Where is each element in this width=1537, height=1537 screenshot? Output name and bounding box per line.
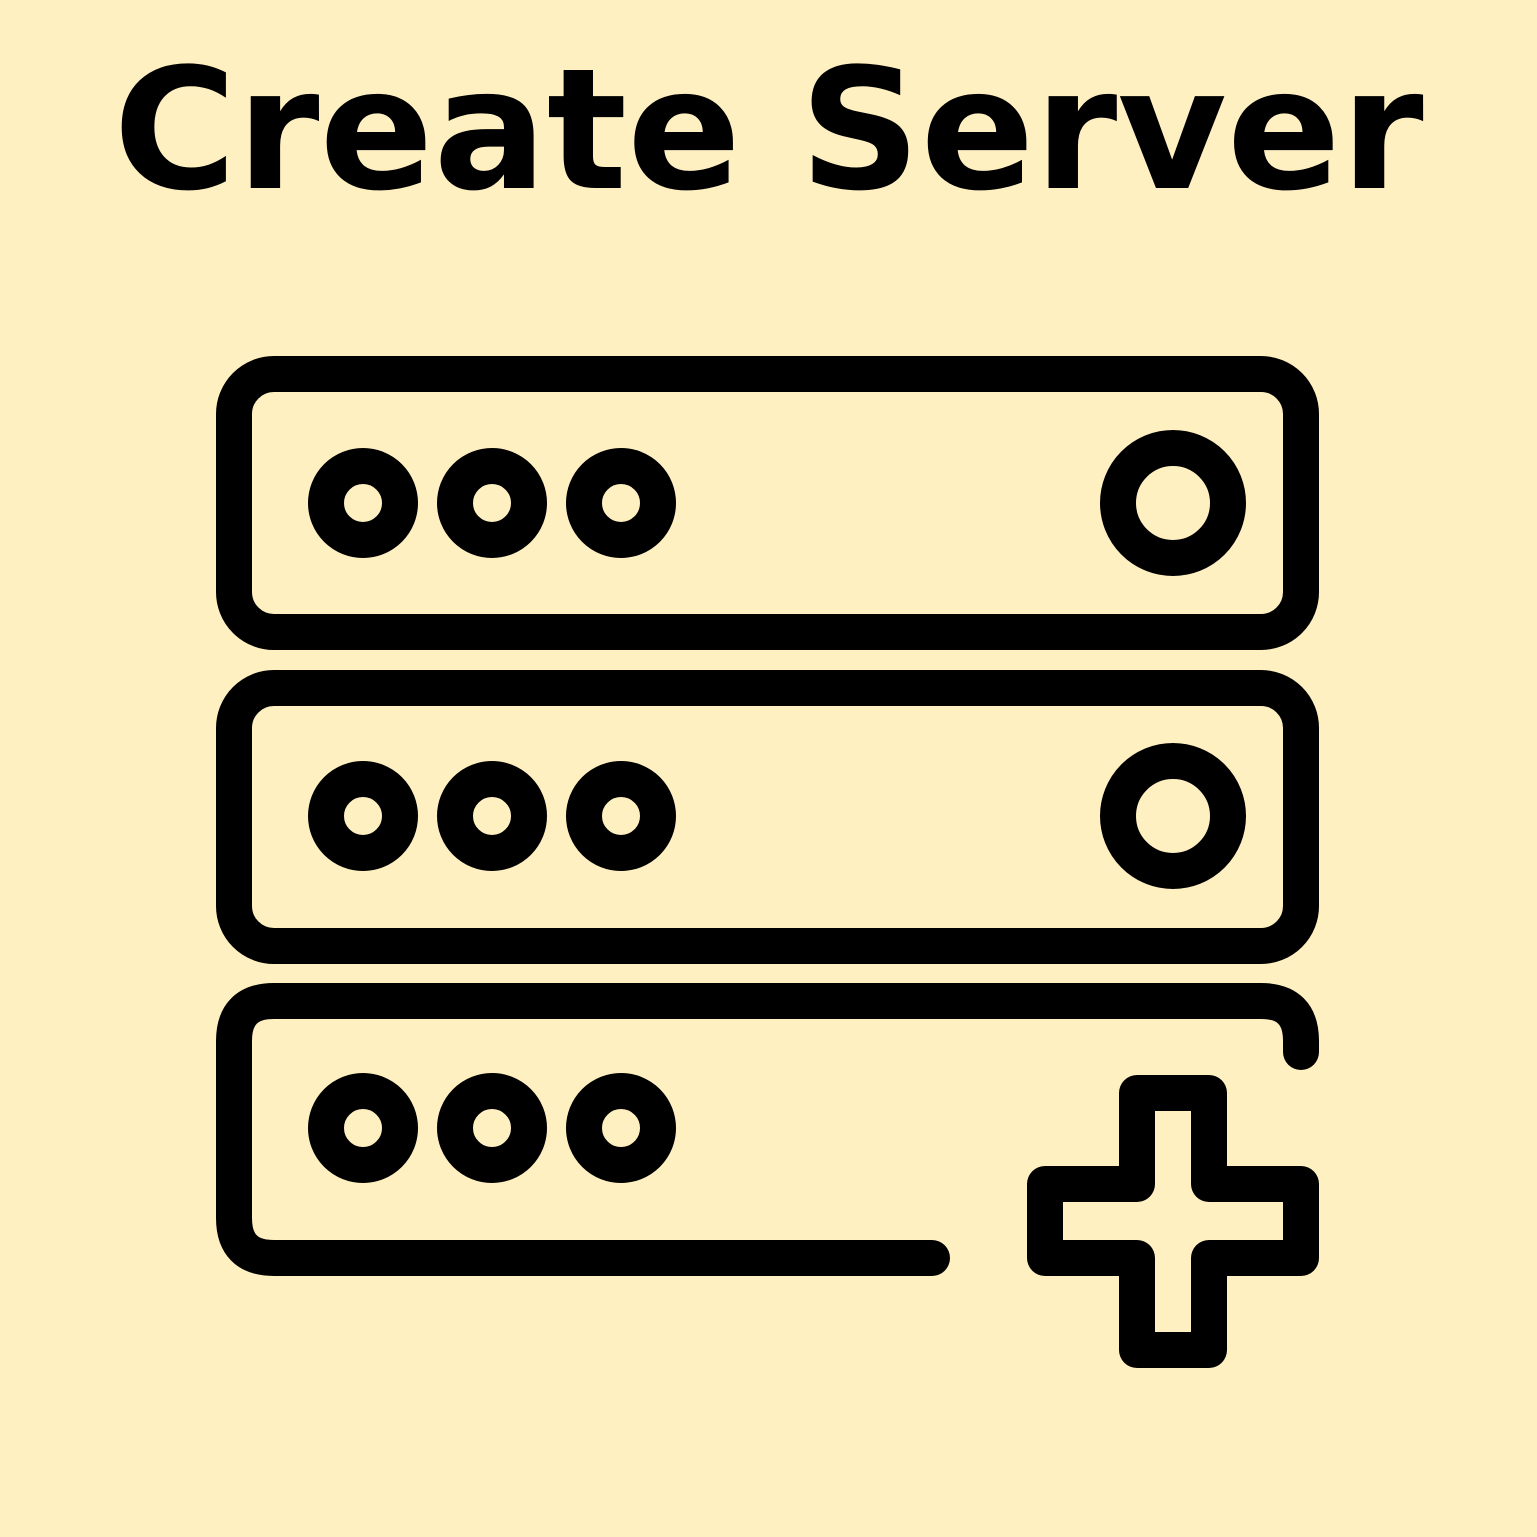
- status-light-icon: [308, 761, 418, 871]
- status-light-icon: [437, 1073, 547, 1183]
- status-light-icon: [566, 761, 676, 871]
- status-light-icon: [566, 1073, 676, 1183]
- status-light-icon: [308, 448, 418, 558]
- status-light-icon: [308, 1073, 418, 1183]
- server-unit-middle: [216, 670, 1319, 964]
- status-light-icon: [437, 761, 547, 871]
- server-unit-frame: [216, 670, 1319, 964]
- status-light-icon: [566, 448, 676, 558]
- server-unit-bottom: [216, 983, 1319, 1276]
- power-button-icon: [1100, 430, 1246, 576]
- page-title: Create Server: [113, 32, 1424, 228]
- plus-icon: [1027, 1075, 1319, 1368]
- server-unit-frame: [216, 983, 1319, 1276]
- server-unit-frame: [216, 356, 1319, 650]
- server-unit-top: [216, 356, 1319, 650]
- power-button-icon: [1100, 743, 1246, 889]
- status-light-icon: [437, 448, 547, 558]
